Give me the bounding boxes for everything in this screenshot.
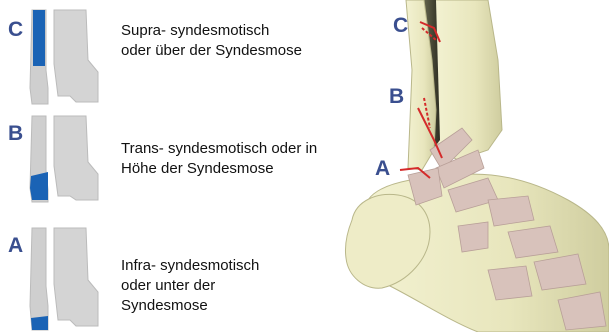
class-a-caption: Infra- syndesmotisch oder unter der Synd… [121,256,259,316]
bone-diagram-a [18,222,113,332]
weber-class-a-row: A Infra- syndesmotisch oder unter der Sy… [0,222,350,327]
caption-line: Trans- syndesmotisch oder in [121,139,317,159]
caption-line: Syndesmose [121,296,259,316]
fracture-highlight-infra [31,316,48,330]
ligament-band [488,266,532,300]
illustration-label-a: A [375,157,390,181]
caption-line: Höhe der Syndesmose [121,159,317,179]
fracture-highlight-supra [33,10,45,66]
illustration-label-b: B [389,85,404,109]
tibia-shape [54,10,98,102]
tibia-shape [54,228,98,326]
bone-diagram-b [18,112,113,217]
caption-line: Infra- syndesmotisch [121,256,259,276]
fracture-highlight-trans [30,172,48,200]
fibula-shape [30,228,48,330]
class-c-caption: Supra- syndesmotisch oder über der Synde… [121,21,302,61]
tibia-shape [54,116,98,200]
weber-class-b-row: B Trans- syndesmotisch oder in Höhe der … [0,112,350,217]
caption-line: Supra- syndesmotisch [121,21,302,41]
ligament-band [458,222,488,252]
ligament-band [508,226,558,258]
caption-line: oder über der Syndesmose [121,41,302,61]
weber-class-c-row: C Supra- syndesmotisch oder über der Syn… [0,4,350,109]
caption-line: oder unter der [121,276,259,296]
illustration-label-c: C [393,14,408,38]
bone-diagram-c [18,4,113,109]
class-b-caption: Trans- syndesmotisch oder in Höhe der Sy… [121,139,317,179]
